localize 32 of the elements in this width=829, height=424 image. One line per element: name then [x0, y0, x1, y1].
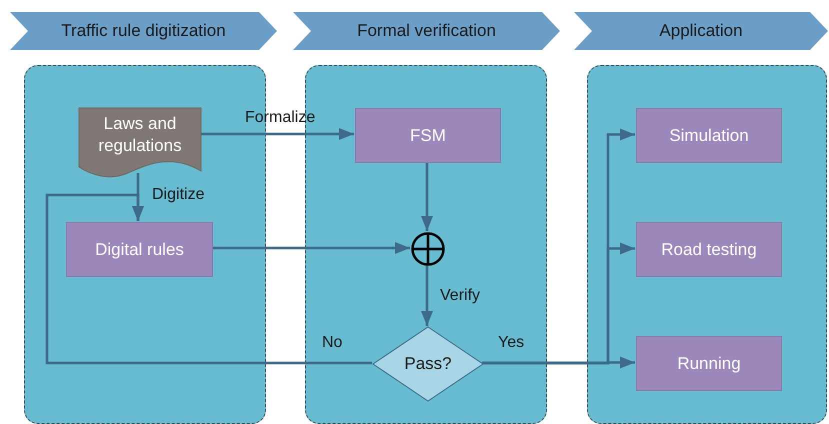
arrow	[482, 242, 635, 364]
summing-junction	[411, 232, 445, 266]
node-label: Road testing	[660, 238, 758, 260]
node-label: Formal verification	[357, 20, 496, 42]
node-label: Pass?	[404, 353, 452, 375]
stage-panel	[587, 65, 827, 424]
edge-label: Verify	[440, 287, 480, 305]
node-label: Simulation	[668, 124, 750, 146]
arrow	[212, 242, 410, 254]
arrow	[200, 128, 354, 140]
arrow	[421, 265, 433, 326]
arrow	[46, 194, 372, 364]
node-label: Laws and regulations	[97, 113, 183, 157]
node-label: FSM	[409, 124, 447, 146]
edge-label: No	[322, 334, 342, 352]
stage-header	[293, 12, 560, 50]
process-box	[636, 222, 782, 277]
process-box	[66, 222, 213, 277]
edge-label: Digitize	[152, 186, 204, 204]
node-label: Digital rules	[94, 238, 185, 260]
decision-diamond	[373, 327, 483, 401]
node-label: Traffic rule digitization	[61, 20, 226, 42]
arrow	[421, 162, 433, 231]
stage-header	[10, 12, 277, 50]
node-label: Application	[659, 20, 743, 42]
document-shape	[79, 108, 201, 179]
node-label: Running	[676, 352, 742, 374]
process-box	[355, 108, 501, 163]
stage-header	[574, 12, 828, 50]
process-box	[636, 108, 782, 163]
process-box	[636, 336, 782, 391]
edge-label: Yes	[498, 334, 524, 352]
